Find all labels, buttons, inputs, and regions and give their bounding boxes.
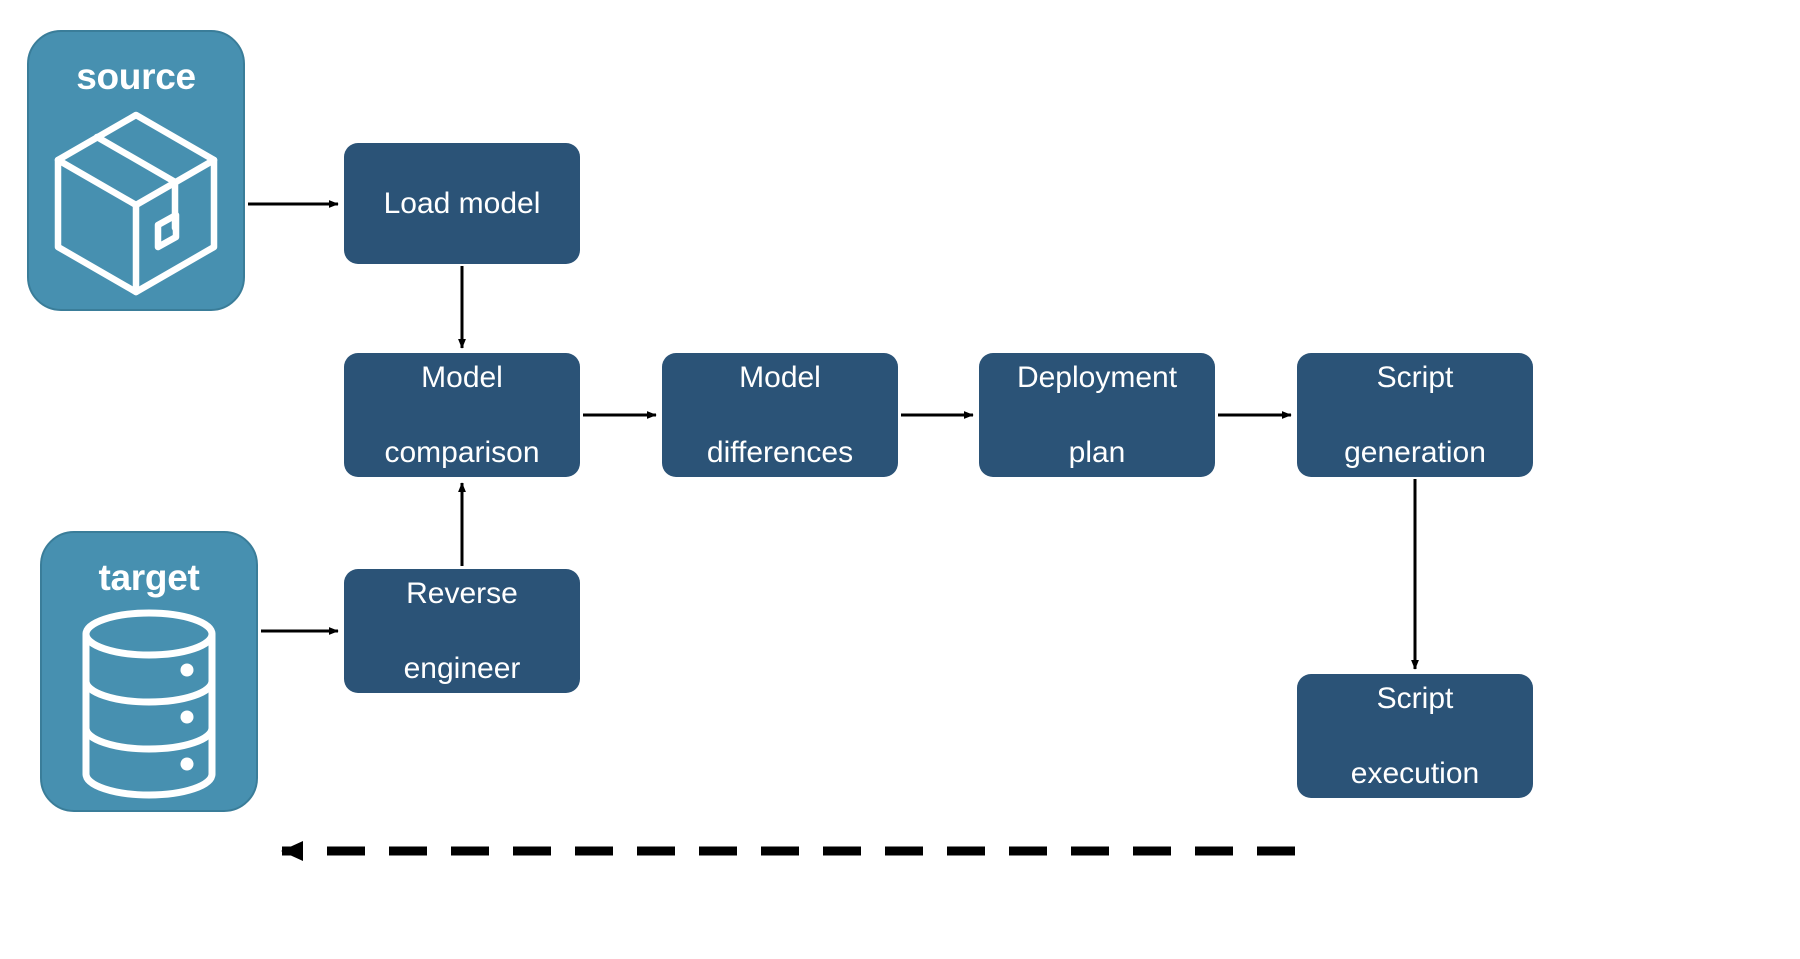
process-label-line: Reverse xyxy=(406,576,518,610)
process-label-line: execution xyxy=(1350,756,1480,790)
process-label-line: comparison xyxy=(384,435,540,469)
endpoint-card-target[interactable]: target xyxy=(40,531,258,812)
process-label-line: Script xyxy=(1376,681,1454,715)
process-label-line: generation xyxy=(1344,435,1486,469)
package-box-icon xyxy=(54,111,218,296)
process-label-line: engineer xyxy=(403,651,521,685)
process-box-model-differences[interactable]: Model differences xyxy=(662,353,898,477)
process-box-script-generation[interactable]: Script generation xyxy=(1297,353,1533,477)
process-label-line: Deployment xyxy=(1016,360,1178,394)
database-cylinder-icon xyxy=(82,609,216,799)
process-label-line: Model xyxy=(421,360,503,394)
process-box-script-execution[interactable]: Script execution xyxy=(1297,674,1533,798)
process-label-line: Load model xyxy=(383,186,541,220)
process-box-deployment-plan[interactable]: Deployment plan xyxy=(979,353,1215,477)
process-box-reverse-engineer[interactable]: Reverse engineer xyxy=(344,569,580,693)
endpoint-title-target: target xyxy=(98,557,200,598)
process-label-line: Script xyxy=(1376,360,1454,394)
endpoint-title-source: source xyxy=(76,56,196,97)
process-label-line: Model xyxy=(739,360,821,394)
process-label-line: differences xyxy=(706,435,854,469)
process-box-load-model[interactable]: Load model xyxy=(344,143,580,264)
process-box-model-comparison[interactable]: Model comparison xyxy=(344,353,580,477)
endpoint-card-source[interactable]: source xyxy=(27,30,245,311)
process-label-line: plan xyxy=(1068,435,1126,469)
